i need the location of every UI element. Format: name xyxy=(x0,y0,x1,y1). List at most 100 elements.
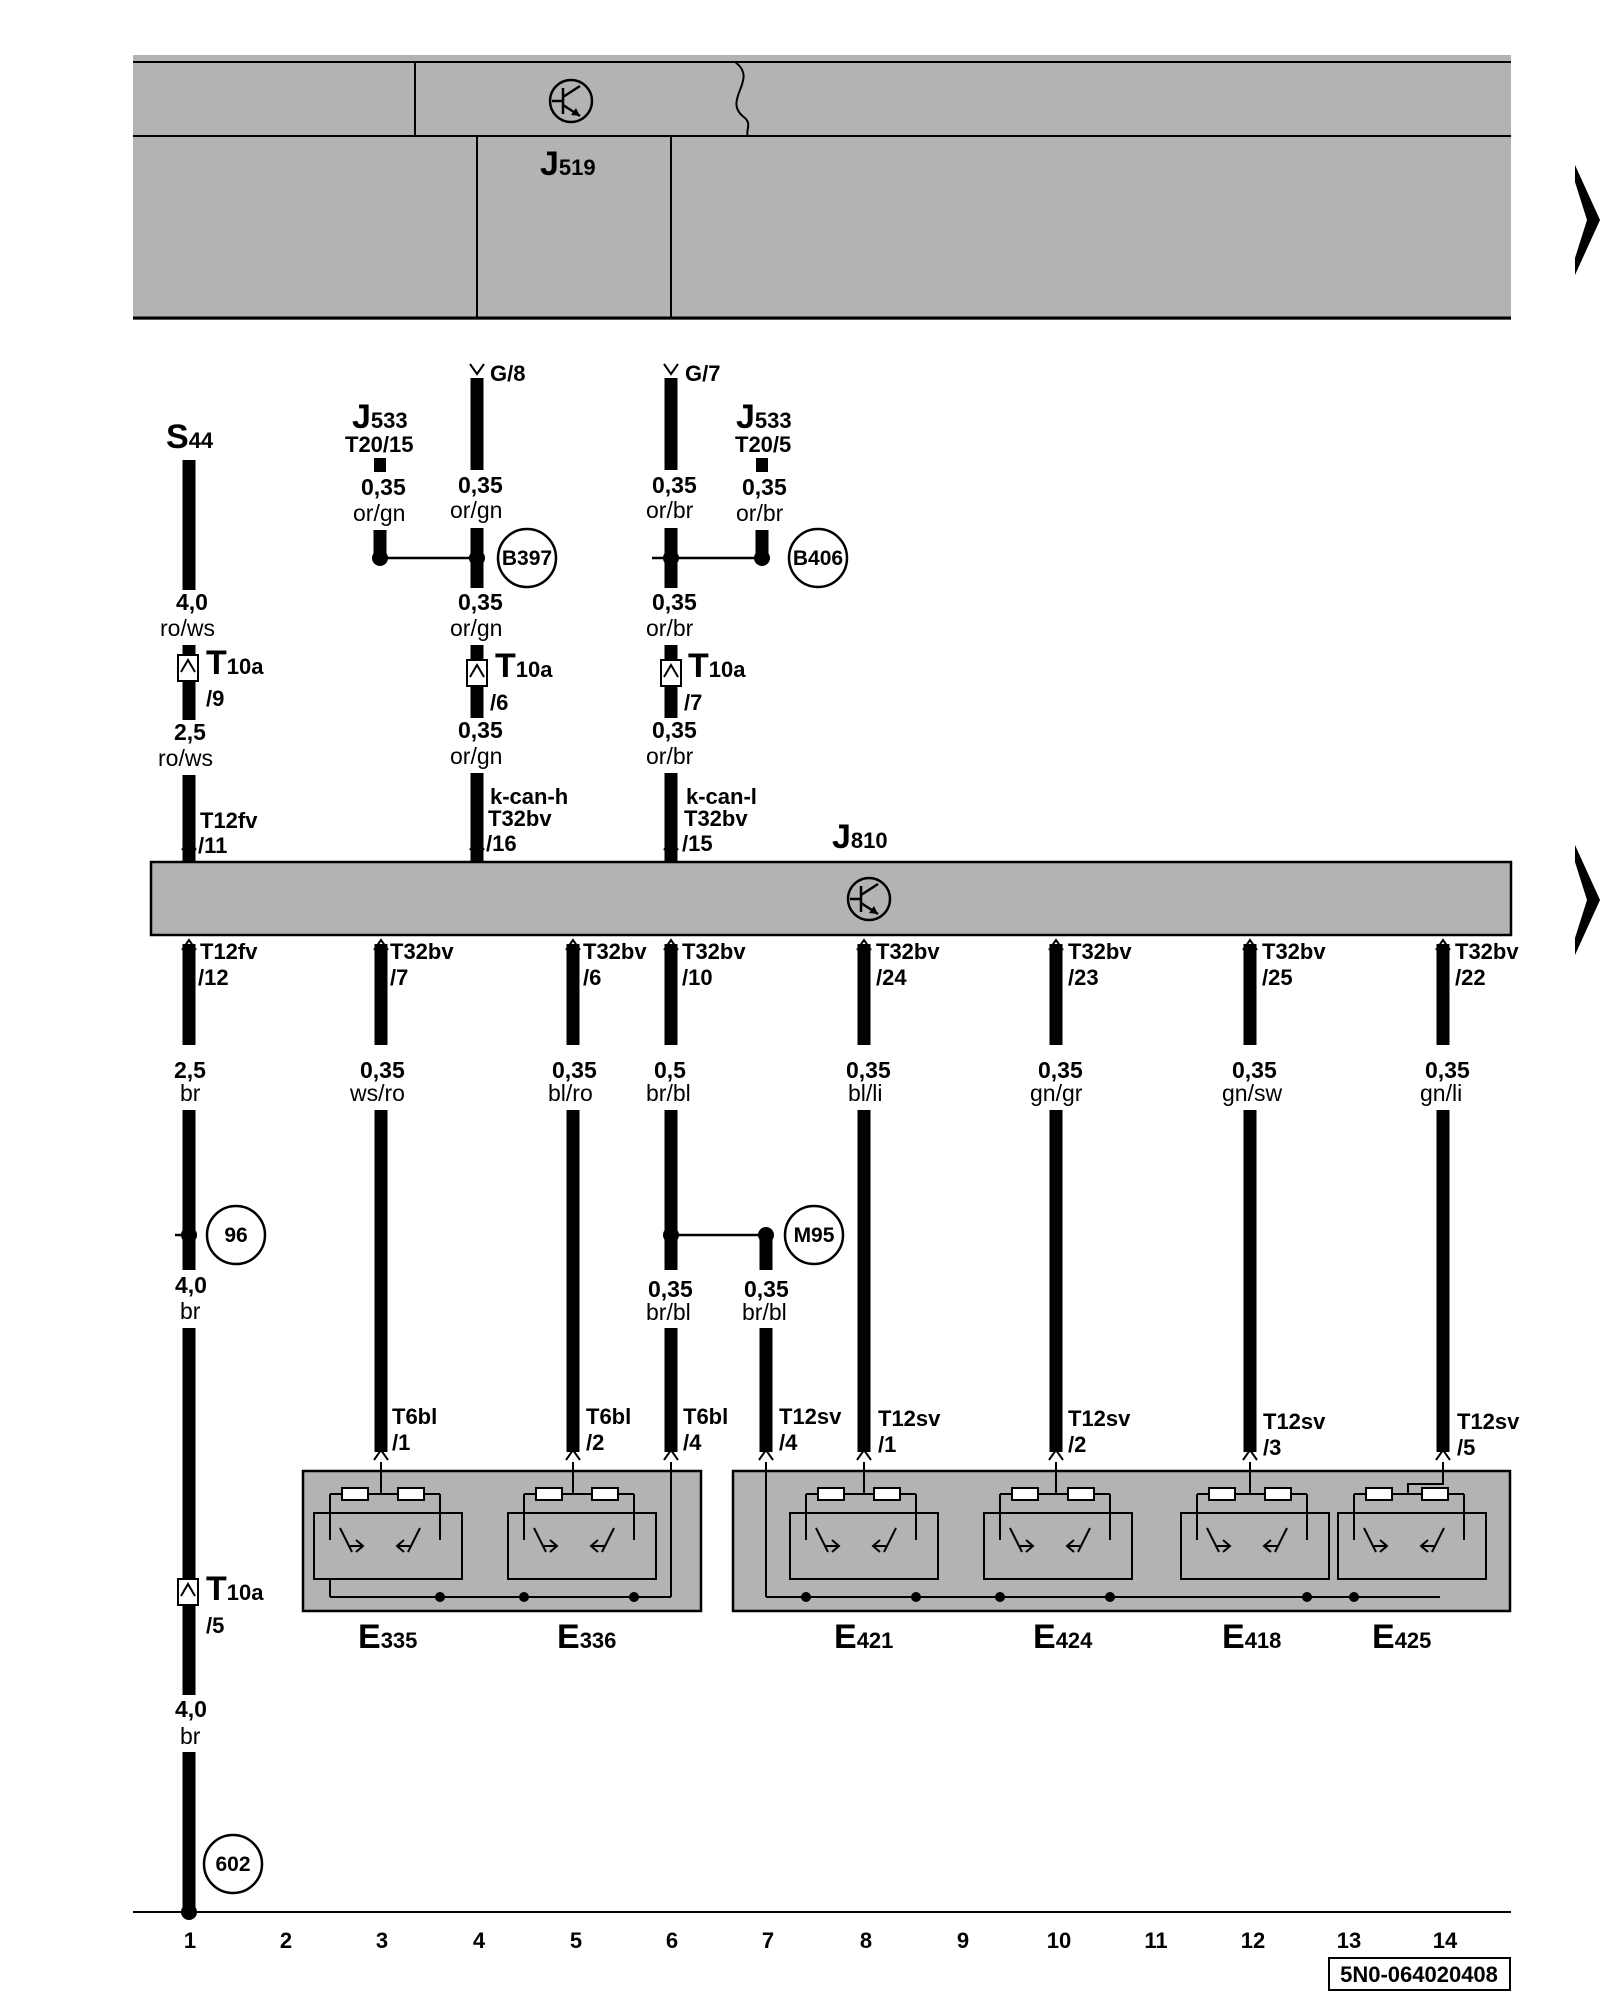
pin-label: /11 xyxy=(198,833,227,858)
pin-label: /23 xyxy=(1068,965,1099,990)
pin-label: /7 xyxy=(390,965,408,990)
wire-col7: M95 0,35 br/bl T12sv /4 xyxy=(742,1204,845,1461)
pin-label: /9 xyxy=(206,686,224,711)
j810-label: J810 xyxy=(832,818,888,856)
wire-size: 0,35 xyxy=(1038,1057,1083,1083)
pin-label: /4 xyxy=(779,1430,798,1455)
wire-color: or/br xyxy=(646,615,694,641)
wire-size: 0,35 xyxy=(652,472,697,498)
grid-number: 10 xyxy=(1047,1928,1071,1953)
wire-col12: T32bv /25 0,35 gn/sw T12sv /3 xyxy=(1222,938,1326,1461)
e425-label: E425 xyxy=(1372,1618,1431,1656)
wire-color: br/bl xyxy=(646,1299,691,1325)
switch-e335 xyxy=(313,1483,463,1602)
conn-name: T32bv xyxy=(684,806,748,831)
wire-color: gn/gr xyxy=(1030,1080,1083,1106)
pin-label: /7 xyxy=(684,690,702,715)
pin-label: /5 xyxy=(206,1613,224,1638)
signal-label: k-can-h xyxy=(490,784,568,809)
conn-name: T12sv xyxy=(1263,1409,1326,1434)
e418-label: E418 xyxy=(1222,1618,1281,1656)
conn-name: T32bv xyxy=(682,939,746,964)
wire-size: 0,35 xyxy=(652,589,697,615)
wire-size: 0,35 xyxy=(742,474,787,500)
pin-label: /10 xyxy=(682,965,713,990)
conn-name: T12fv xyxy=(200,939,258,964)
pin-label: T20/5 xyxy=(735,432,791,457)
j519-label: J519 xyxy=(540,145,596,183)
s44-label: S44 xyxy=(166,418,214,456)
switch-e418 xyxy=(1180,1483,1330,1602)
wire-color: or/gn xyxy=(450,743,502,769)
wire-color: or/br xyxy=(646,743,694,769)
grid-number: 11 xyxy=(1144,1928,1167,1953)
grid-number: 14 xyxy=(1433,1928,1458,1953)
wire-size: 0,35 xyxy=(458,472,503,498)
doc-code-text: 5N0-064020408 xyxy=(1340,1962,1498,1987)
t10a-label: T10a xyxy=(495,647,553,685)
pin-label: /25 xyxy=(1262,965,1293,990)
ground-point-602: 602 xyxy=(202,1833,264,1895)
pin-label: G/7 xyxy=(685,361,720,386)
wire-size: 0,35 xyxy=(360,1057,405,1083)
point-label: M95 xyxy=(794,1224,835,1247)
switch-e424 xyxy=(983,1483,1133,1602)
wire-color: bl/ro xyxy=(548,1080,593,1106)
grid-numbers: 1 2 3 4 5 6 7 8 9 10 11 12 13 14 xyxy=(184,1928,1458,1953)
e336-label: E336 xyxy=(557,1618,616,1656)
conn-name: T32bv xyxy=(583,939,647,964)
wire-kcan-low: G/7 0,35 or/br 0,35 or/br T10a /7 0,35 o… xyxy=(646,361,762,862)
conn-name: T12fv xyxy=(200,808,258,833)
wire-color: or/br xyxy=(646,497,694,523)
wire-size: 2,5 xyxy=(174,719,206,745)
wire-color: gn/sw xyxy=(1222,1080,1282,1106)
grid-number: 3 xyxy=(376,1928,388,1953)
wire-col8: T32bv /24 0,35 bl/li T12sv /1 xyxy=(846,938,941,1461)
wire-color: gn/li xyxy=(1420,1080,1462,1106)
wire-color: ro/ws xyxy=(160,615,215,641)
pin-label: /4 xyxy=(683,1430,702,1455)
wire-size: 4,0 xyxy=(175,1272,207,1298)
grid-number: 2 xyxy=(280,1928,292,1953)
transistor-icon xyxy=(846,876,892,922)
wire-size: 0,35 xyxy=(652,717,697,743)
conn-name: T12sv xyxy=(878,1406,941,1431)
wire-color: br/bl xyxy=(742,1299,787,1325)
wire-color: or/gn xyxy=(450,615,502,641)
pin-label: /12 xyxy=(198,965,229,990)
wire-size: 0,35 xyxy=(1232,1057,1277,1083)
wire-color: br xyxy=(180,1080,201,1106)
wire-size: 0,35 xyxy=(648,1276,693,1302)
wire-size: 0,35 xyxy=(458,589,503,615)
wire-size: 0,35 xyxy=(458,717,503,743)
wire-col3: T32bv /7 0,35 ws/ro T6bl /1 xyxy=(349,938,454,1461)
grid-number: 1 xyxy=(184,1928,196,1953)
wire-ground-col1: T12fv /12 2,5 br 96 4,0 br T10a /5 4,0 b… xyxy=(174,938,267,1920)
ground-point-b397: B397 xyxy=(496,527,558,589)
ground-point-m95: M95 xyxy=(783,1204,845,1266)
e424-label: E424 xyxy=(1033,1618,1093,1656)
connector-t12fv-11: T12fv /11 xyxy=(181,808,258,858)
ground-point-b406: B406 xyxy=(787,527,849,589)
e421-label: E421 xyxy=(834,1618,893,1656)
t10a-label: T10a xyxy=(206,1570,264,1608)
wire-color: bl/li xyxy=(848,1080,883,1106)
wire-s44: S44 4,0 ro/ws 2,5 ro/ws xyxy=(158,418,215,862)
point-label: B406 xyxy=(793,547,843,570)
wire-col6: T32bv /10 0,5 br/bl 0,35 br/bl T6bl /4 xyxy=(646,938,766,1461)
wire-size: 0,35 xyxy=(552,1057,597,1083)
wire-size: 0,35 xyxy=(361,474,406,500)
wire-color: ws/ro xyxy=(349,1080,405,1106)
pin-label: /1 xyxy=(392,1430,410,1455)
transistor-icon xyxy=(548,78,594,124)
pin-label: /3 xyxy=(1263,1435,1281,1460)
t10a-label: T10a xyxy=(206,644,264,682)
wire-color: or/br xyxy=(736,500,784,526)
conn-name: T6bl xyxy=(392,1404,437,1429)
point-label: 96 xyxy=(224,1224,247,1247)
control-unit-j519: J519 xyxy=(133,55,1511,320)
pin-label: /22 xyxy=(1455,965,1486,990)
wire-col14: T32bv /22 0,35 gn/li T12sv /5 xyxy=(1420,938,1520,1461)
conn-name: T32bv xyxy=(1262,939,1326,964)
wire-color: br/bl xyxy=(646,1080,691,1106)
